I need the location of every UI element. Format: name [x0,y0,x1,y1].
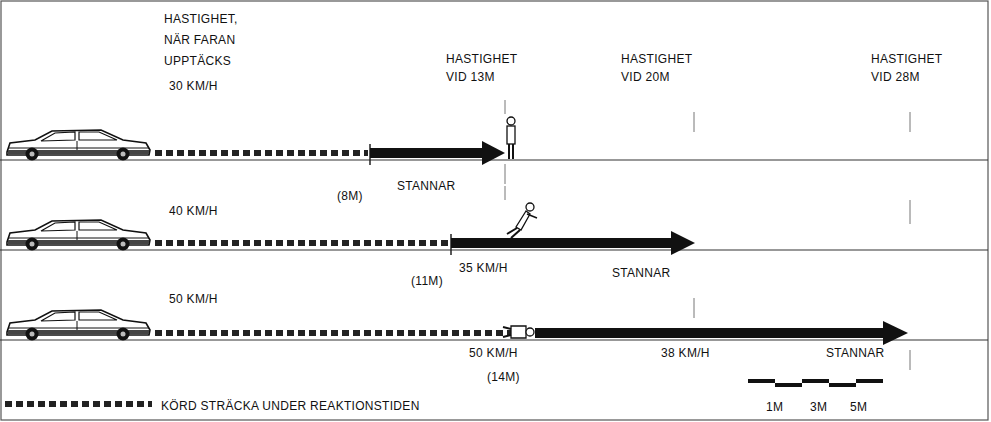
label-slot: (14M) [486,367,521,385]
diagram-label: 35 KM/H [458,261,509,275]
label-slot: STANNAR [825,343,886,361]
row-40 [0,186,988,255]
diagram-label: 40 KM/H [168,204,219,218]
legend-text: KÖRD STRÄCKA UNDER REAKTIONSTIDEN [160,399,421,413]
label-slot: 35 KM/H [458,258,509,276]
label-slot: 50 KM/H [468,343,519,361]
label-slot: STANNAR [611,263,672,281]
label-slot: 3M [809,397,828,415]
label-slot: HASTIGHET VID 20M [620,50,700,86]
label-slot: 30 KM/H [168,76,219,94]
label-slot: STANNAR [396,176,457,194]
diagram-label: HASTIGHET, NÄR FARAN UPPTÄCKS [163,9,251,72]
label-slot: 38 KM/H [660,343,711,361]
row-30 [0,100,988,184]
diagram-label: HASTIGHET VID 28M [870,50,950,86]
legend-item: KÖRD STRÄCKA UNDER REAKTIONSTIDEN [160,396,421,414]
diagram-label: 3M [809,400,828,414]
label-slot: 5M [849,397,868,415]
label-slot: HASTIGHET, NÄR FARAN UPPTÄCKS [163,9,251,72]
diagram-label: 50 KM/H [468,346,519,360]
diagram-label: (8M) [336,189,364,203]
label-slot: 40 KM/H [168,201,219,219]
label-slot: (8M) [336,186,364,204]
diagram-label: STANNAR [396,179,457,193]
diagram-label: 38 KM/H [660,346,711,360]
diagram-label: (11M) [410,274,444,288]
diagram-label: STANNAR [825,346,886,360]
diagram-label: STANNAR [611,266,672,280]
diagram-label: 50 KM/H [168,292,219,306]
label-slot: HASTIGHET VID 28M [870,50,950,86]
diagram-label: 30 KM/H [168,79,219,93]
diagram-label: (14M) [486,370,521,384]
label-slot: 50 KM/H [168,289,219,307]
label-slot: 1M [765,397,784,415]
diagram-label: HASTIGHET VID 20M [620,50,700,86]
label-slot: HASTIGHET VID 13M [445,50,525,86]
diagram-label: 5M [849,400,868,414]
scale-bar [748,379,883,387]
diagram-label: 1M [765,400,784,414]
row-50 [0,298,988,370]
label-slot: (11M) [410,271,444,289]
legend-sample [5,401,152,407]
diagram-label: HASTIGHET VID 13M [445,50,525,86]
